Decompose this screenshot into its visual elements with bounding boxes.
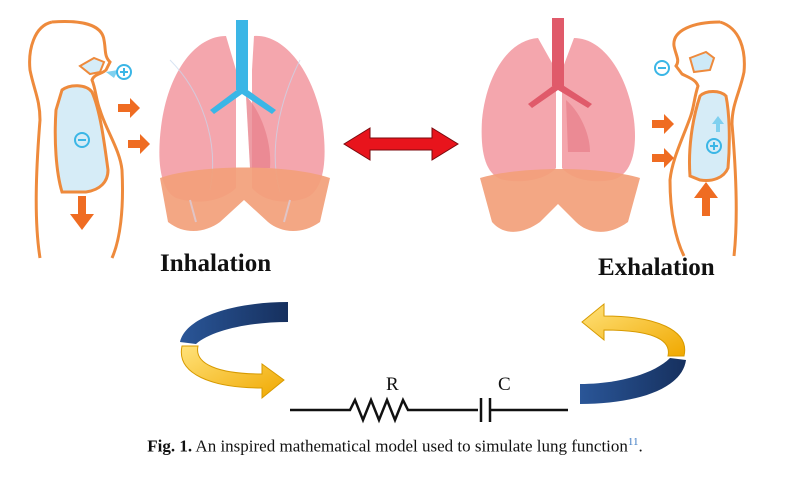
figure-caption: Fig. 1. An inspired mathematical model u…	[0, 436, 790, 457]
double-arrow-icon	[343, 127, 459, 161]
exhalation-label: Exhalation	[598, 254, 715, 281]
body-silhouette-left	[28, 20, 124, 259]
resistor-label: R	[386, 374, 399, 395]
rc-circuit	[290, 396, 568, 424]
arrow-right-icon	[118, 98, 140, 118]
arrow-right-icon	[652, 114, 674, 134]
arrow-up-icon	[694, 182, 718, 216]
body-silhouette-right	[668, 20, 746, 257]
cycle-arrow-left	[180, 302, 288, 400]
arrow-right-icon	[652, 148, 674, 168]
figure-number: Fig. 1.	[147, 436, 193, 456]
caption-period: .	[638, 436, 643, 456]
cycle-arrow-right	[580, 302, 686, 404]
lungs-inhalation	[159, 20, 330, 232]
arrow-right-icon	[128, 134, 150, 154]
capacitor-label: C	[498, 374, 511, 395]
minus-icon	[654, 60, 670, 76]
reference-link[interactable]: 11	[627, 436, 639, 448]
inhalation-label: Inhalation	[160, 250, 272, 277]
arrow-up-icon	[712, 116, 724, 132]
arrow-down-icon	[70, 196, 94, 230]
lungs-exhalation	[480, 18, 640, 232]
resistor-symbol	[290, 396, 478, 424]
plus-icon	[116, 64, 132, 80]
minus-icon	[74, 132, 90, 148]
caption-text: An inspired mathematical model used to s…	[195, 436, 628, 456]
plus-icon	[706, 138, 722, 154]
